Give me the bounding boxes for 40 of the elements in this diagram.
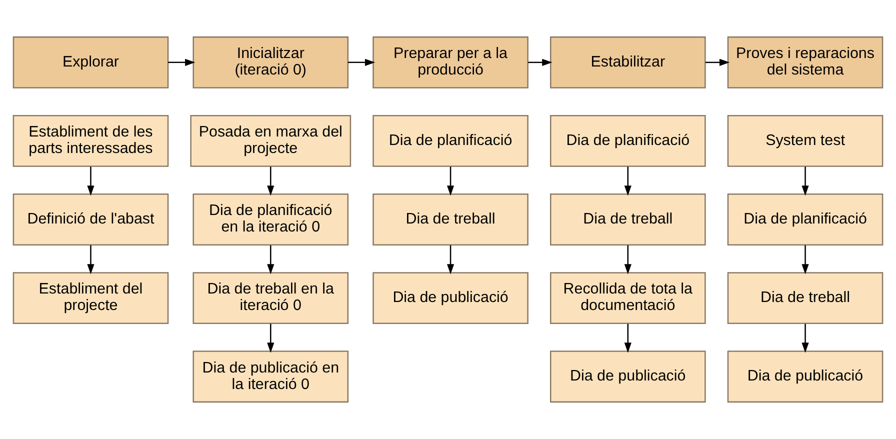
node-box: Dia de treball en la iteració 0 xyxy=(192,272,349,324)
arrow xyxy=(87,166,94,196)
arrow xyxy=(168,58,196,66)
node-box: Definició de l'abast xyxy=(12,194,169,246)
node-box: Inicialitzar (iteració 0) xyxy=(192,36,349,88)
node-box: Explorar xyxy=(12,36,169,88)
arrow xyxy=(528,58,552,66)
node-box: Dia de publicació en la iteració 0 xyxy=(192,350,349,403)
node-box: Dia de publicació xyxy=(550,350,706,403)
arrow xyxy=(87,245,94,274)
node-box: Dia de planificació xyxy=(550,114,706,167)
node-box: Dia de treball xyxy=(727,272,884,324)
arrow xyxy=(624,245,632,274)
arrow xyxy=(446,245,454,274)
arrow xyxy=(267,245,274,274)
node-box: Posada en marxa del projecte xyxy=(190,114,352,167)
node-box: Dia de treball xyxy=(550,194,706,246)
node-box: Estabilitzar xyxy=(550,36,706,88)
arrow xyxy=(624,324,632,353)
arrow xyxy=(802,245,809,274)
node-box: System test xyxy=(727,114,884,167)
node-box: Dia de treball xyxy=(372,194,528,246)
node-box: Dia de publicació xyxy=(727,350,884,403)
node-box: Establiment de les parts interessades xyxy=(12,114,169,167)
arrow xyxy=(624,166,632,196)
node-box: Dia de planificació en la iteració 0 xyxy=(192,194,349,246)
node-box: Recollida de tota la documentació xyxy=(550,272,706,324)
arrow xyxy=(267,324,274,353)
node-box: Dia de planificació xyxy=(727,194,884,246)
arrow xyxy=(802,166,809,196)
arrow xyxy=(706,58,730,66)
arrow xyxy=(267,166,274,196)
arrow xyxy=(348,58,376,66)
node-box: Dia de planificació xyxy=(372,114,528,167)
node-box: Establiment del projecte xyxy=(12,272,169,324)
node-box: Proves i reparacions del sistema xyxy=(727,36,884,88)
node-box: Preparar per a la producció xyxy=(372,36,528,88)
node-box: Dia de publicació xyxy=(372,272,528,324)
arrow xyxy=(446,166,454,196)
arrow xyxy=(802,324,809,353)
